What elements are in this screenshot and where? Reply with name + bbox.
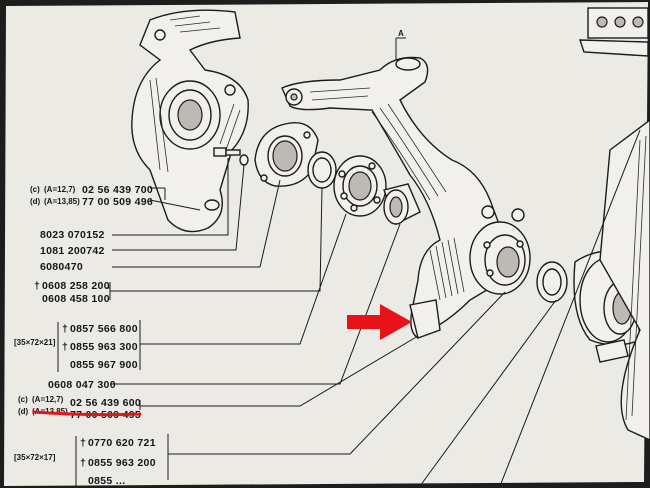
dagger-3: † — [62, 341, 68, 353]
label-1081: 1081 200742 — [40, 245, 105, 257]
seal-ring — [307, 151, 337, 189]
label-g1-c: (c) — [30, 185, 40, 194]
label-g3-c-num: 02 56 439 600 — [70, 397, 141, 409]
label-g2-n3: 0855 967 900 — [70, 359, 138, 371]
label-0608b: 0608 458 100 — [42, 293, 110, 305]
label-g3-d-size: (A=13,85) — [32, 407, 68, 416]
leader-lines — [105, 129, 641, 487]
label-g3-d: (d) — [18, 407, 29, 416]
label-g2-size: [35×72×21] — [14, 338, 56, 347]
label-0608c: 0608 047 300 — [48, 379, 116, 391]
label-g3-c-size: (A=12,7) — [32, 395, 64, 404]
dagger-4: † — [80, 437, 86, 449]
label-g2-n1: 0857 566 800 — [70, 323, 138, 335]
oil-seal — [536, 261, 568, 303]
stub-axle-carrier: A — [281, 29, 525, 339]
washer — [239, 154, 249, 166]
label-g1-d-num: 77 00 509 496 — [82, 196, 153, 208]
label-g4-n2: 0855 963 200 — [88, 457, 156, 469]
label-g1-d-size: (A=13,85) — [44, 197, 80, 206]
label-6080: 6080470 — [40, 261, 83, 273]
ball-bearing — [333, 155, 387, 217]
dagger-1: † — [34, 280, 40, 292]
cv-joint-cage — [579, 7, 649, 57]
label-g4-size: [35×72×17] — [14, 453, 56, 462]
red-arrow-icon — [347, 304, 412, 340]
carrier-bearing — [469, 221, 531, 295]
bolt — [213, 147, 241, 157]
label-g2-n2: 0855 963 300 — [70, 341, 138, 353]
label-8023: 8023 070152 — [40, 229, 105, 241]
label-g1-c-size: (A=12,7) — [44, 185, 76, 194]
label-g1-c-num: 02 56 439 700 — [82, 184, 153, 196]
label-g1-d: (d) — [30, 197, 41, 206]
dagger-5: † — [80, 457, 86, 469]
dagger-2: † — [62, 323, 68, 335]
label-g4-n1: 0770 620 721 — [88, 437, 156, 449]
steering-knuckle-left — [131, 9, 249, 233]
red-highlight-underline — [32, 410, 142, 417]
label-0608a: 0608 258 200 — [42, 280, 110, 292]
label-g4-n3: 0855 ... — [88, 475, 125, 487]
label-g3-c: (c) — [18, 395, 28, 404]
flange-plate — [254, 122, 319, 187]
spacer-tube — [383, 183, 421, 225]
arrow-tag-a: A — [398, 29, 404, 38]
